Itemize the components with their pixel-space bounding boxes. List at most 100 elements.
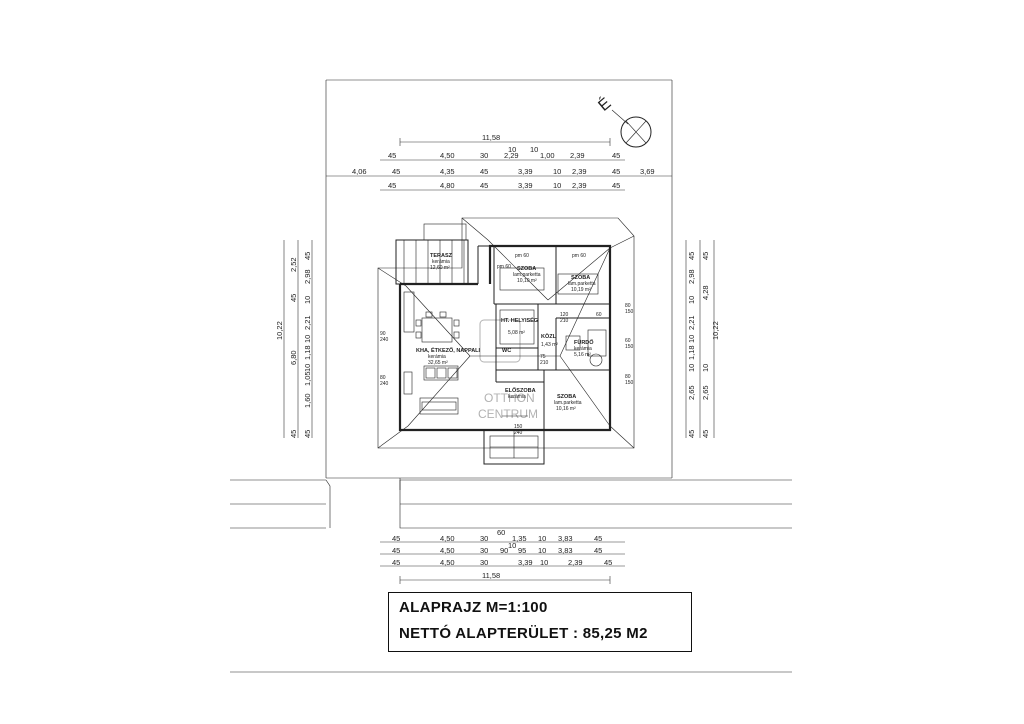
north-arrow: É: [594, 93, 652, 148]
room-name-bedroom-2: SZOBA: [571, 275, 590, 281]
svg-text:45: 45: [392, 534, 400, 543]
furniture: [403, 267, 607, 415]
svg-text:30: 30: [480, 558, 488, 567]
right-dimensions: 45 2,98 10 2,21 10 1,18 10 2,65 45 45 4,…: [685, 240, 720, 438]
svg-text:10: 10: [701, 364, 710, 372]
svg-text:80: 80: [380, 375, 386, 381]
svg-text:1,60: 1,60: [303, 393, 312, 408]
room-name-bedroom-1: SZOBA: [517, 266, 536, 272]
room-name-bedroom-3: SZOBA: [557, 394, 576, 400]
room-name-terrace: TERASZ: [430, 253, 453, 259]
svg-text:45: 45: [392, 558, 400, 567]
svg-text:10: 10: [553, 181, 561, 190]
svg-text:kerámia: kerámia: [574, 346, 592, 352]
svg-text:45: 45: [480, 181, 488, 190]
svg-text:45: 45: [303, 430, 312, 438]
svg-text:10,16 m²: 10,16 m²: [556, 406, 576, 412]
svg-text:10,10 m²: 10,10 m²: [517, 278, 537, 284]
svg-text:10,22: 10,22: [275, 321, 284, 340]
svg-text:pm 60: pm 60: [515, 253, 529, 259]
svg-text:240: 240: [380, 337, 389, 343]
svg-text:4,06: 4,06: [352, 167, 367, 176]
svg-text:10: 10: [687, 364, 696, 372]
svg-text:95: 95: [518, 546, 526, 555]
svg-text:11,58: 11,58: [482, 571, 500, 580]
svg-text:4,35: 4,35: [440, 167, 455, 176]
svg-text:120: 120: [560, 312, 569, 318]
svg-text:kerámia: kerámia: [508, 394, 526, 400]
svg-text:45: 45: [612, 167, 620, 176]
svg-text:5,08 m²: 5,08 m²: [508, 330, 525, 336]
svg-text:60: 60: [625, 338, 631, 344]
svg-text:3,39: 3,39: [518, 181, 533, 190]
svg-text:30: 30: [480, 546, 488, 555]
svg-text:45: 45: [392, 546, 400, 555]
svg-text:45: 45: [392, 167, 400, 176]
watermark-line1: OTTHON: [484, 391, 535, 405]
svg-text:45: 45: [594, 534, 602, 543]
site-boundary: [325, 79, 673, 479]
svg-text:4,50: 4,50: [440, 534, 455, 543]
svg-text:kerámia: kerámia: [428, 354, 446, 360]
svg-text:45: 45: [687, 430, 696, 438]
svg-text:30: 30: [480, 534, 488, 543]
room-name-bathroom: FÜRDŐ: [574, 339, 594, 346]
svg-text:150: 150: [625, 380, 634, 386]
title-block: ALAPRAJZ M=1:100 NETTÓ ALAPTERÜLET : 85,…: [388, 592, 692, 652]
building-walls: [398, 244, 612, 432]
street-lines: [230, 478, 792, 673]
svg-text:45: 45: [303, 252, 312, 260]
svg-text:2,21: 2,21: [687, 315, 696, 330]
svg-text:45: 45: [612, 181, 620, 190]
svg-text:4,50: 4,50: [440, 558, 455, 567]
svg-text:3,83: 3,83: [558, 546, 573, 555]
svg-text:90: 90: [380, 331, 386, 337]
svg-text:3,83: 3,83: [558, 534, 573, 543]
bottom-dimensions: 60 45 4,50 30 1,35 10 3,83 45 10 45 4,50…: [380, 528, 625, 584]
svg-text:2,39: 2,39: [568, 558, 583, 567]
svg-text:45: 45: [289, 294, 298, 302]
svg-text:45: 45: [388, 181, 396, 190]
top-dimensions: 11,58 10 10 45 4,50 30 2,29 1,00 2,39 45…: [326, 133, 672, 191]
svg-text:2,39: 2,39: [572, 167, 587, 176]
svg-text:45: 45: [604, 558, 612, 567]
svg-text:2,21: 2,21: [303, 315, 312, 330]
svg-text:5,16 m²: 5,16 m²: [574, 352, 591, 358]
svg-text:1,05: 1,05: [303, 371, 312, 386]
svg-text:32,65 m²: 32,65 m²: [428, 360, 448, 366]
room-name-utility: HT. HELYISÉG: [501, 316, 538, 324]
svg-text:4,28: 4,28: [701, 285, 710, 300]
svg-text:6,80: 6,80: [289, 350, 298, 365]
svg-text:lam.parketta: lam.parketta: [568, 281, 596, 287]
svg-text:3,39: 3,39: [518, 167, 533, 176]
svg-text:10: 10: [303, 364, 312, 372]
svg-text:1,35: 1,35: [512, 534, 527, 543]
svg-text:2,98: 2,98: [303, 269, 312, 284]
svg-text:10: 10: [540, 558, 548, 567]
svg-text:45: 45: [687, 252, 696, 260]
svg-text:2,65: 2,65: [701, 385, 710, 400]
svg-text:lam.parketta: lam.parketta: [554, 400, 582, 406]
svg-text:45: 45: [480, 167, 488, 176]
watermark-line2: CENTRUM: [478, 407, 538, 421]
svg-text:kerámia: kerámia: [432, 259, 450, 265]
svg-text:150: 150: [625, 344, 634, 350]
svg-text:150: 150: [625, 309, 634, 315]
svg-text:10: 10: [303, 335, 312, 343]
svg-text:4,80: 4,80: [440, 181, 455, 190]
svg-text:2,29: 2,29: [504, 151, 519, 160]
room-name-hallway: ELŐSZOBA: [505, 387, 536, 394]
svg-text:60: 60: [596, 312, 602, 318]
svg-text:2,98: 2,98: [687, 269, 696, 284]
svg-text:90: 90: [500, 546, 508, 555]
svg-text:10: 10: [508, 145, 516, 154]
svg-text:45: 45: [612, 151, 620, 160]
svg-text:210: 210: [540, 360, 549, 366]
svg-text:10: 10: [538, 546, 546, 555]
svg-text:45: 45: [701, 430, 710, 438]
svg-text:60: 60: [497, 528, 505, 537]
svg-text:80: 80: [625, 374, 631, 380]
svg-text:2,39: 2,39: [572, 181, 587, 190]
room-name-corridor: KÖZL: [541, 333, 557, 340]
